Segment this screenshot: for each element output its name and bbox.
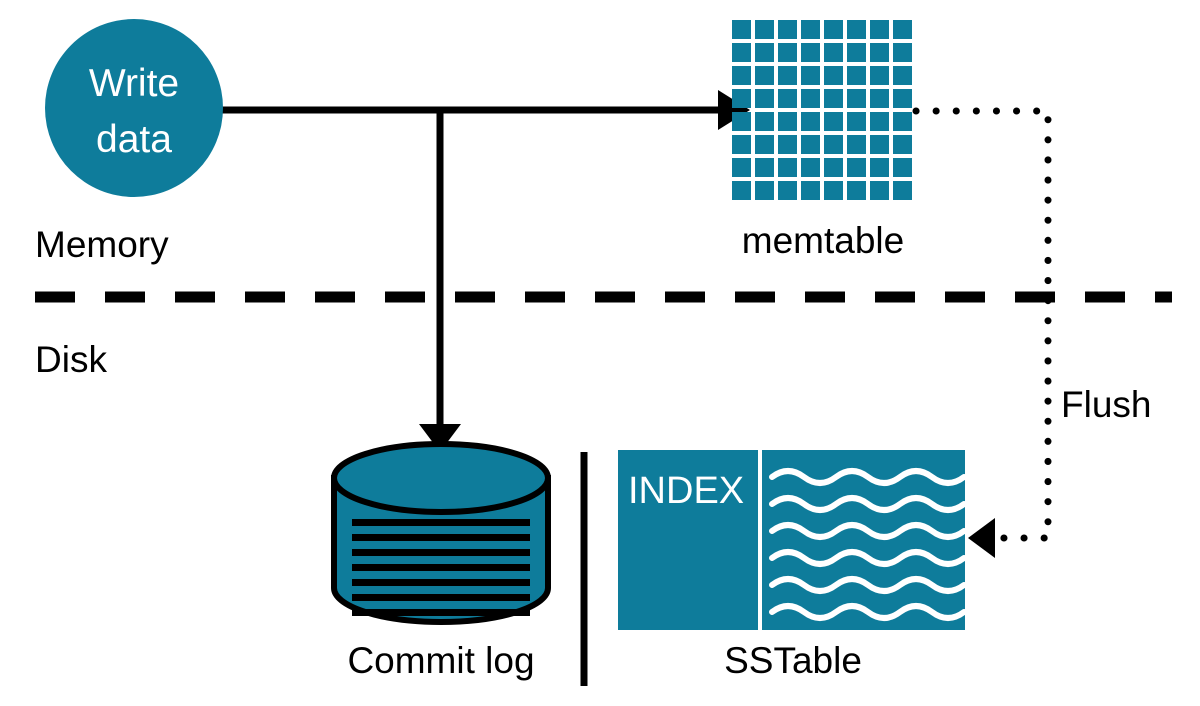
commit-log-stripes	[352, 519, 530, 616]
commit-log-label: Commit log	[347, 640, 534, 681]
disk-label: Disk	[35, 339, 107, 380]
edge-flush-memtable-to-sstable: Flush	[912, 107, 1151, 558]
memtable-grid	[732, 20, 912, 200]
memory-label: Memory	[35, 224, 169, 265]
flush-arrowhead	[968, 518, 995, 558]
sstable-data-waves	[769, 468, 967, 621]
commit-log-cylinder-top	[331, 441, 551, 515]
flush-label: Flush	[1061, 384, 1151, 425]
write-data-circle	[45, 19, 223, 197]
sstable-index-label: INDEX	[628, 470, 744, 512]
sstable-node[interactable]: INDEX SSTable	[618, 450, 967, 681]
write-data-label-line2: data	[96, 118, 172, 161]
memory-disk-boundary: Memory Disk	[35, 224, 1172, 380]
sstable-label: SSTable	[724, 640, 862, 681]
write-data-node[interactable]: Write data	[45, 19, 223, 197]
edge-write-to-commit-log	[419, 110, 461, 452]
sstable-block	[618, 450, 965, 630]
write-data-label-line1: Write	[89, 62, 179, 105]
edge-write-to-memtable	[220, 90, 750, 130]
flush-dotted-path	[912, 107, 1052, 542]
memtable-label: memtable	[742, 220, 904, 261]
commit-log-node[interactable]: Commit log	[331, 441, 551, 681]
memtable-node[interactable]: memtable	[732, 20, 912, 261]
